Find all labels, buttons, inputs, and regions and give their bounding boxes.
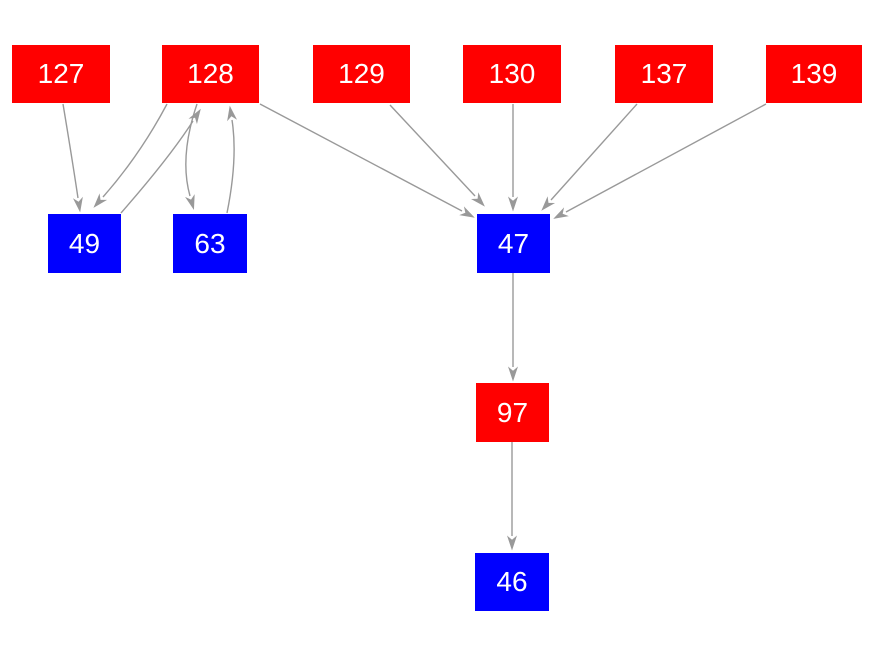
- edge-128-47: [259, 103, 475, 218]
- node-label: 127: [37, 58, 85, 89]
- node-137[interactable]: 137: [615, 45, 713, 103]
- node-label: 129: [338, 58, 385, 89]
- edge-137-47: [541, 103, 638, 211]
- edge-128-63: [185, 103, 198, 210]
- edge-129-47: [389, 104, 485, 207]
- node-label: 137: [640, 58, 688, 89]
- node-46[interactable]: 46: [475, 553, 549, 611]
- node-47[interactable]: 47: [477, 214, 550, 273]
- node-label: 128: [187, 58, 234, 89]
- node-label: 46: [496, 566, 528, 597]
- edge-49-128: [120, 108, 201, 214]
- edge-139-47: [553, 103, 767, 219]
- node-label: 47: [497, 227, 530, 259]
- node-label: 49: [68, 227, 101, 259]
- edge-127-49: [62, 103, 83, 213]
- node-label: 63: [194, 227, 226, 259]
- node-130[interactable]: 130: [463, 45, 561, 103]
- node-128[interactable]: 128: [162, 45, 259, 103]
- node-label: 97: [496, 396, 529, 428]
- node-129[interactable]: 129: [313, 45, 410, 103]
- node-label: 139: [790, 58, 838, 89]
- edge-63-128: [226, 105, 238, 214]
- node-49[interactable]: 49: [48, 214, 121, 273]
- edge-128-49: [93, 103, 168, 208]
- node-label: 130: [488, 58, 536, 89]
- node-63[interactable]: 63: [173, 214, 247, 273]
- node-127[interactable]: 127: [12, 45, 110, 103]
- node-139[interactable]: 139: [766, 45, 862, 103]
- node-97[interactable]: 97: [476, 383, 549, 442]
